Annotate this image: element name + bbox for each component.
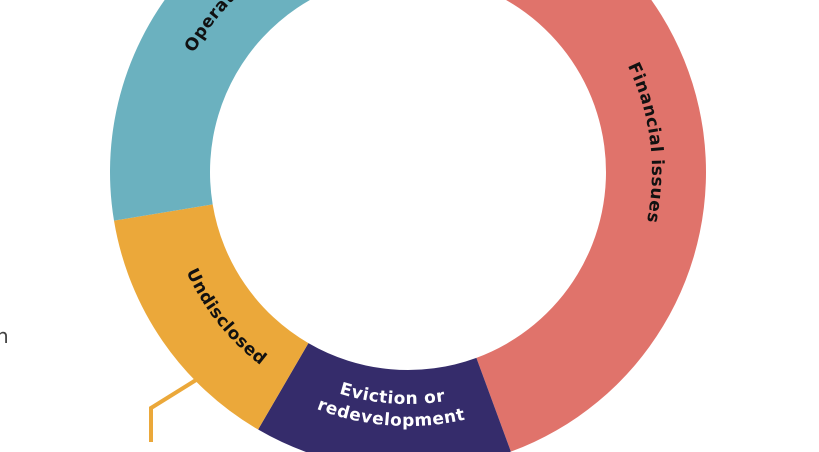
cropped-side-text: n [0,324,9,348]
slice-eviction-or-redevelopment [258,343,511,452]
undisclosed-leader-line [149,378,198,442]
slice-undisclosed [114,204,309,430]
slice-operational-issues [110,0,311,221]
slice-financial-issues [476,0,706,452]
